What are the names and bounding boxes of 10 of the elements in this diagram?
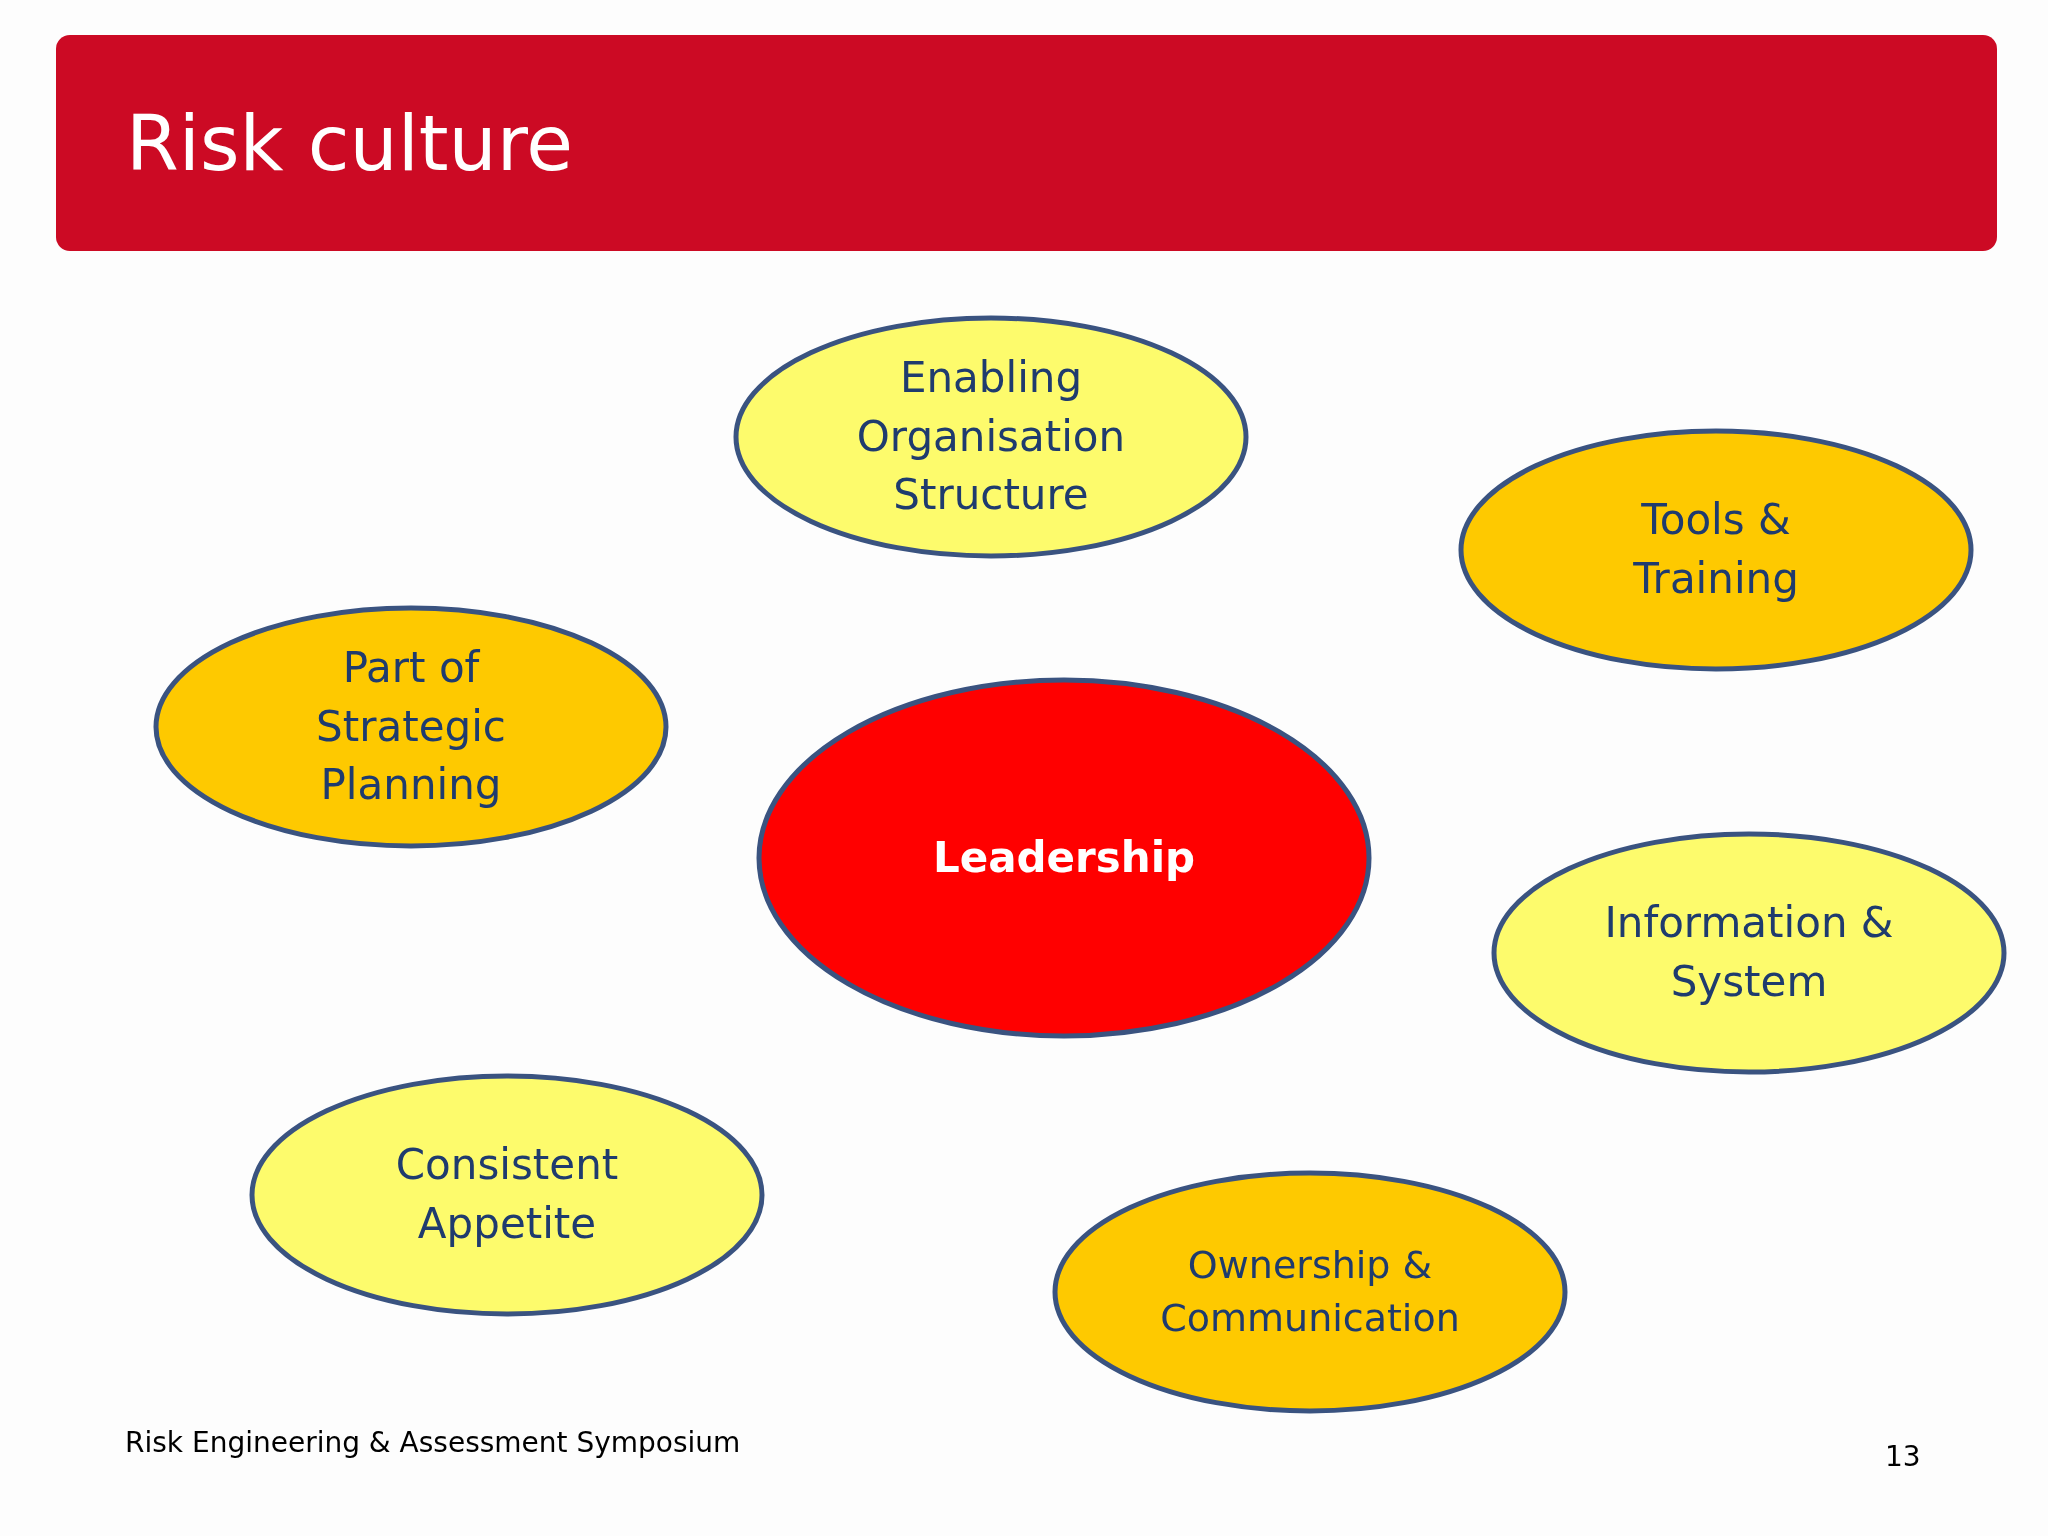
node-label: Information & System	[1603, 897, 1895, 1008]
node-label: Consistent Appetite	[394, 1139, 620, 1250]
node-label: Ownership & Communication	[1159, 1241, 1461, 1342]
title: Risk culture	[126, 97, 574, 190]
footer-text: Risk Engineering & Assessment Symposium	[125, 1426, 741, 1459]
page-number: 13	[1885, 1440, 1921, 1473]
node-label: Tools & Training	[1632, 494, 1800, 605]
node-label: Leadership	[932, 831, 1196, 884]
node-label: Enabling Organisation Structure	[855, 351, 1127, 522]
node-label: Part of Strategic Planning	[315, 641, 507, 812]
